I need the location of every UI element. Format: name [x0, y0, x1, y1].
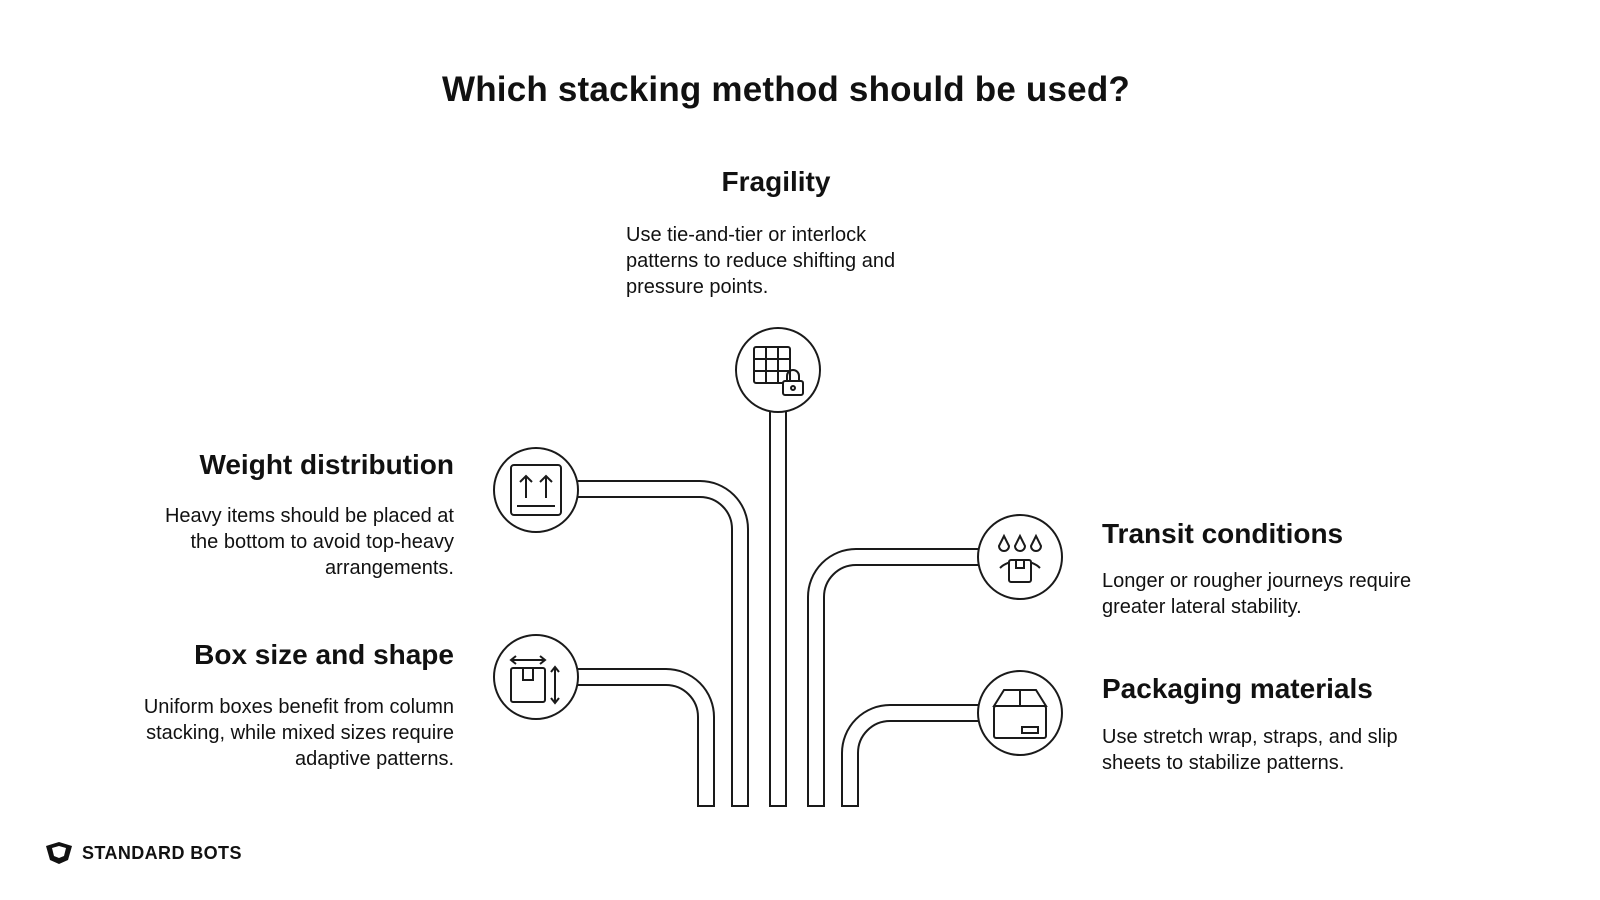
grid-lock-icon [735, 327, 821, 413]
transit-conditions-heading: Transit conditions [1102, 518, 1344, 549]
weight-distribution-text: Heavy items should be placed at the bott… [164, 505, 454, 579]
fragility-heading: Fragility [721, 166, 831, 197]
brand-logo: STANDARD BOTS [44, 842, 242, 864]
standard-bots-logo-icon [46, 842, 72, 864]
box-size-text: Uniform boxes benefit from column stacki… [143, 696, 454, 770]
rain-box-icon [977, 514, 1063, 600]
transit-conditions-text: Longer or rougher journeys require great… [1102, 570, 1412, 618]
box-dimensions-icon [493, 634, 579, 720]
page-title: Which stacking method should be used? [441, 70, 1130, 109]
fragility-connector [769, 412, 787, 807]
box-size-heading: Box size and shape [194, 639, 454, 670]
packaging-connector [841, 704, 978, 807]
box-size-connector [578, 668, 715, 807]
packaging-materials-heading: Packaging materials [1102, 673, 1373, 704]
transit-connector [807, 548, 978, 807]
brand-name: STANDARD BOTS [82, 842, 242, 863]
weight-connector [578, 480, 749, 807]
weight-distribution-heading: Weight distribution [199, 449, 454, 480]
this-side-up-box-icon [493, 447, 579, 533]
fragility-text: Use tie-and-tier or interlock patterns t… [626, 224, 896, 298]
package-icon [977, 670, 1063, 756]
packaging-materials-text: Use stretch wrap, straps, and slip sheet… [1102, 726, 1398, 774]
